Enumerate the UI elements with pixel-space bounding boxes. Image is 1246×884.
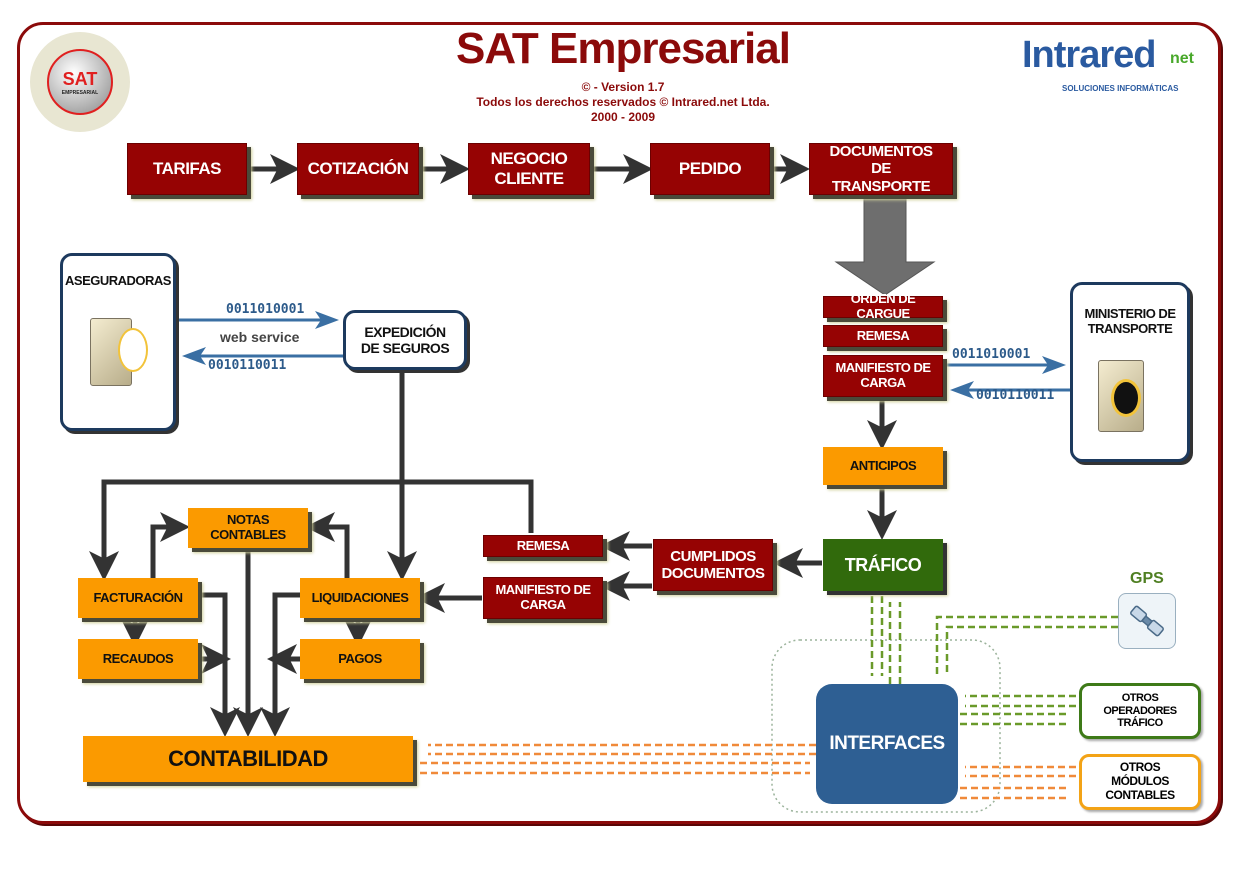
otros-modulos-contables[interactable]: OTROS MÓDULOS CONTABLES xyxy=(1079,754,1201,810)
flow-pedido[interactable]: PEDIDO xyxy=(650,143,770,195)
page-title: SAT Empresarial xyxy=(456,24,791,73)
facturacion[interactable]: FACTURACIÓN xyxy=(78,578,198,618)
expedicion-de-seguros[interactable]: EXPEDICIÓN DE SEGUROS xyxy=(343,310,467,370)
flow-documentos-transporte[interactable]: DOCUMENTOS DE TRANSPORTE xyxy=(809,143,953,195)
documents-icon xyxy=(118,328,148,372)
ministry-bits-out: 0011010001 xyxy=(952,347,1031,362)
orden-de-cargue[interactable]: ORDEN DE CARGUE xyxy=(823,291,943,321)
contabilidad[interactable]: CONTABILIDAD xyxy=(83,736,413,782)
intrared-logo-suffix: net xyxy=(1170,50,1194,67)
gps-traffic-links xyxy=(870,596,1118,726)
web-service-label: web service xyxy=(220,329,300,345)
sat-logo-text: SAT xyxy=(62,68,98,89)
satellite-icon[interactable] xyxy=(1118,593,1176,649)
accounting-links xyxy=(420,743,1076,800)
remesa-return[interactable]: REMESA xyxy=(483,535,603,557)
flow-negocio-cliente[interactable]: NEGOCIO CLIENTE xyxy=(468,143,590,195)
ministry-server-icon xyxy=(1098,360,1144,432)
notas-contables[interactable]: NOTAS CONTABLES xyxy=(188,508,308,548)
anticipos[interactable]: ANTICIPOS xyxy=(823,447,943,485)
gps-label: GPS xyxy=(1130,570,1164,587)
insurance-bits-in: 0010110011 xyxy=(208,358,287,373)
ministerio-label: MINISTERIO DE TRANSPORTE xyxy=(1084,306,1176,336)
intrared-logo-text: Intrared xyxy=(1022,34,1156,76)
intrared-logo-tagline: SOLUCIONES INFORMÁTICAS xyxy=(1062,84,1179,93)
sat-logo: SAT EMPRESARIAL xyxy=(30,32,130,132)
flow-cotizacion[interactable]: COTIZACIÓN xyxy=(297,143,419,195)
manifiesto-de-carga[interactable]: MANIFIESTO DE CARGA xyxy=(823,355,943,397)
cumplidos-documentos[interactable]: CUMPLIDOS DOCUMENTOS xyxy=(653,539,773,591)
version-text: © - Version 1.7 xyxy=(581,80,665,94)
intrared-logo: Intrared net SOLUCIONES INFORMÁTICAS xyxy=(1022,34,1212,104)
pagos[interactable]: PAGOS xyxy=(300,639,420,679)
years-text: 2000 - 2009 xyxy=(590,110,656,124)
satellite-glyph xyxy=(1130,605,1164,637)
trafico[interactable]: TRÁFICO xyxy=(823,539,943,591)
interfaces[interactable]: INTERFACES xyxy=(816,684,958,804)
insurance-bits-out: 0011010001 xyxy=(226,302,305,317)
recaudos[interactable]: RECAUDOS xyxy=(78,639,198,679)
big-down-arrow xyxy=(834,197,936,296)
manifiesto-return[interactable]: MANIFIESTO DE CARGA xyxy=(483,577,603,619)
aseguradoras-label: ASEGURADORAS xyxy=(65,273,171,288)
remesa[interactable]: REMESA xyxy=(823,325,943,347)
otros-operadores-trafico[interactable]: OTROS OPERADORES TRÁFICO xyxy=(1079,683,1201,739)
ministry-bits-in: 0010110011 xyxy=(976,388,1055,403)
liquidaciones[interactable]: LIQUIDACIONES xyxy=(300,578,420,618)
flow-tarifas[interactable]: TARIFAS xyxy=(127,143,247,195)
sat-logo-subtext: EMPRESARIAL xyxy=(61,89,99,96)
rights-text: Todos los derechos reservados © Intrared… xyxy=(476,95,770,109)
flow-arrows xyxy=(89,370,897,737)
